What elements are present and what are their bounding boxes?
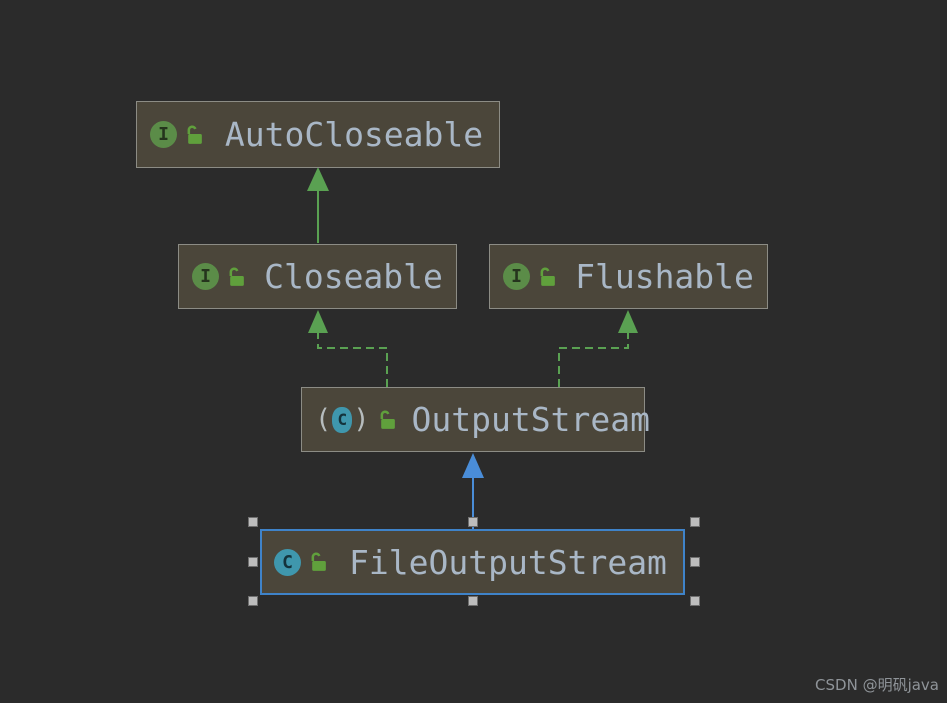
- selection-handle-bottom-center[interactable]: [468, 596, 478, 606]
- selection-handle-bottom-right[interactable]: [690, 596, 700, 606]
- node-flushable[interactable]: I Flushable: [489, 244, 768, 309]
- selection-handle-top-right[interactable]: [690, 517, 700, 527]
- abstract-class-icon: (C): [315, 404, 370, 435]
- selection-handle-top-center[interactable]: [468, 517, 478, 527]
- selection-handle-bottom-left[interactable]: [248, 596, 258, 606]
- unlock-icon: [308, 551, 329, 573]
- node-label: Flushable: [575, 257, 754, 296]
- node-label: FileOutputStream: [349, 542, 667, 582]
- selection-handle-mid-right[interactable]: [690, 557, 700, 567]
- unlock-icon: [537, 266, 558, 288]
- interface-icon: I: [192, 263, 219, 290]
- node-fileoutputstream[interactable]: C FileOutputStream: [260, 529, 685, 595]
- unlock-icon: [184, 124, 205, 146]
- watermark: CSDN @明矾java: [815, 676, 939, 694]
- interface-icon: I: [503, 263, 530, 290]
- unlock-icon: [377, 409, 398, 431]
- interface-icon: I: [150, 121, 177, 148]
- edge-outputstream-implements-closeable[interactable]: [308, 310, 388, 387]
- edge-outputstream-implements-flushable[interactable]: [558, 310, 638, 387]
- node-autocloseable[interactable]: I AutoCloseable: [136, 101, 500, 168]
- selection-handle-mid-left[interactable]: [248, 557, 258, 567]
- class-icon: C: [274, 548, 301, 576]
- selection-handle-top-left[interactable]: [248, 517, 258, 527]
- edge-closeable-extends-autocloseable[interactable]: [307, 167, 329, 243]
- node-label: AutoCloseable: [224, 115, 484, 154]
- node-label: Closeable: [264, 257, 443, 296]
- node-outputstream[interactable]: (C) OutputStream: [301, 387, 650, 452]
- node-label: OutputStream: [411, 400, 650, 439]
- node-closeable[interactable]: I Closeable: [178, 244, 457, 309]
- unlock-icon: [226, 266, 247, 288]
